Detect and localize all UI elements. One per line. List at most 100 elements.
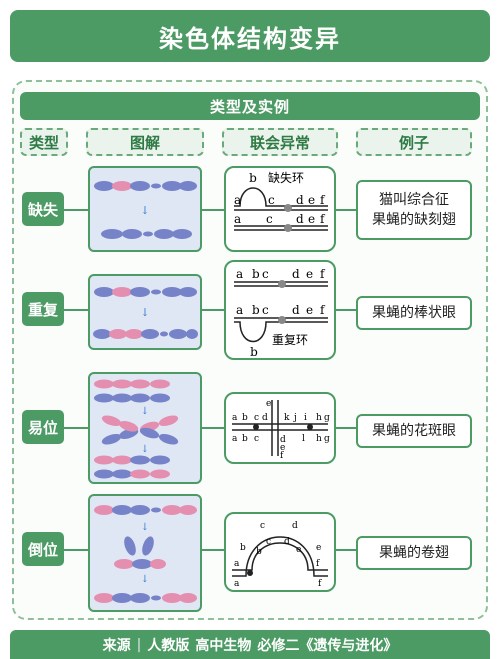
row-connector [336,209,356,211]
svg-text:↓: ↓ [140,204,149,217]
label-e: e [280,443,285,453]
example-inversion: 果蝇的卷翅 [356,536,472,570]
inversion-diagram: ↓ ↓ [88,494,202,612]
label-b: b [250,345,258,358]
svg-text:↓: ↓ [141,574,149,585]
label-c: c [262,303,269,317]
footer-source: 来源 [102,637,131,654]
label-c: c [260,521,265,531]
duplication-loop-label: 重复环 [272,333,308,347]
duplication-synapsis: a b c d e f a b c d e f b 重复环 [224,260,336,360]
label-f: f [320,303,326,317]
deletion-diagram: ↓ [88,166,202,252]
label-a: a [234,559,240,569]
row-connector [336,427,356,429]
example-text: 果蝇的缺刻翅 [372,212,456,228]
label-a: a [234,212,241,226]
row-connector [64,427,88,429]
row-connector [64,209,88,211]
header-abnormality: 联会异常 [222,128,338,156]
footer-course: 高中生物 [195,637,252,654]
label-f: f [320,193,326,207]
label-e: e [308,193,315,207]
duplication-diagram: ↓ [88,274,202,350]
label-e: e [266,399,271,409]
type-duplication: 重复 [22,292,64,326]
row-connector [64,549,88,551]
label-b: b [252,303,260,317]
label-f: f [318,579,322,589]
label-b: b [240,543,246,553]
type-inversion: 倒位 [22,532,64,566]
label-a: a [234,193,241,207]
header-example: 例子 [356,128,472,156]
inversion-synapsis: a b c d e f a b c d e f [224,512,336,592]
svg-text:↓: ↓ [141,406,149,417]
example-text: 果蝇的花斑眼 [372,423,456,439]
label-j: j [293,413,297,423]
label-a: a [236,267,243,281]
label-e: e [306,303,313,317]
svg-text:↓: ↓ [140,306,149,319]
source-footer: 来源 | 人教版 高中生物 必修二《遗传与进化》 [10,630,490,659]
label-c: c [254,413,259,423]
label-e: e [308,212,315,226]
label-d: d [292,303,300,317]
translocation-diagram: ↓ ↓ [88,372,202,484]
footer-book: 必修二《遗传与进化》 [257,637,398,654]
translocation-synapsis: a b c d e k j i h g a b c d e f l h g [224,392,336,464]
footer-publisher: 人教版 [147,637,190,654]
label-f: f [320,267,326,281]
label-c: c [254,434,259,444]
label-f: f [316,559,320,569]
header-diagram: 图解 [86,128,204,156]
row-connector [336,309,356,311]
label-c: c [266,212,273,226]
label-a: a [234,579,240,589]
label-d: d [262,413,268,423]
example-text: 果蝇的卷翅 [379,545,449,561]
label-c: c [268,193,275,207]
label-c: c [262,267,269,281]
deletion-synapsis: b a c d e f 缺失环 a c d e f [224,166,336,252]
label-a: a [232,434,238,444]
label-k: k [284,413,290,423]
label-d: d [280,435,286,445]
label-i: i [304,413,307,423]
label-d: d [296,193,304,207]
label-b: b [252,267,260,281]
label-g: g [324,434,330,444]
page-title: 染色体结构变异 [10,10,490,62]
type-deletion: 缺失 [22,192,64,226]
svg-text:↓: ↓ [141,444,149,455]
example-text: 猫叫综合征 [379,192,449,208]
footer-divider: | [136,636,142,653]
label-e: e [306,267,313,281]
example-translocation: 果蝇的花斑眼 [356,414,472,448]
label-e: e [296,545,301,555]
label-l: l [302,434,305,444]
row-connector [64,309,88,311]
label-f: f [280,451,284,461]
label-a: a [236,303,243,317]
label-h: h [316,434,322,444]
row-connector [202,427,224,429]
label-b: b [256,547,262,557]
svg-text:↓: ↓ [141,522,149,533]
section-title: 类型及实例 [20,92,480,120]
label-e: e [316,543,321,553]
row-connector [336,549,356,551]
header-type: 类型 [20,128,68,156]
label-d: d [284,537,290,547]
row-connector [202,549,224,551]
label-h: h [316,413,322,423]
label-b: b [249,171,257,185]
label-b: b [242,434,248,444]
row-connector [202,309,224,311]
label-d: d [292,267,300,281]
label-g: g [324,413,330,423]
example-text: 果蝇的棒状眼 [372,305,456,321]
example-deletion: 猫叫综合征 果蝇的缺刻翅 [356,180,472,240]
deletion-loop-label: 缺失环 [268,170,304,185]
label-d: d [296,212,304,226]
